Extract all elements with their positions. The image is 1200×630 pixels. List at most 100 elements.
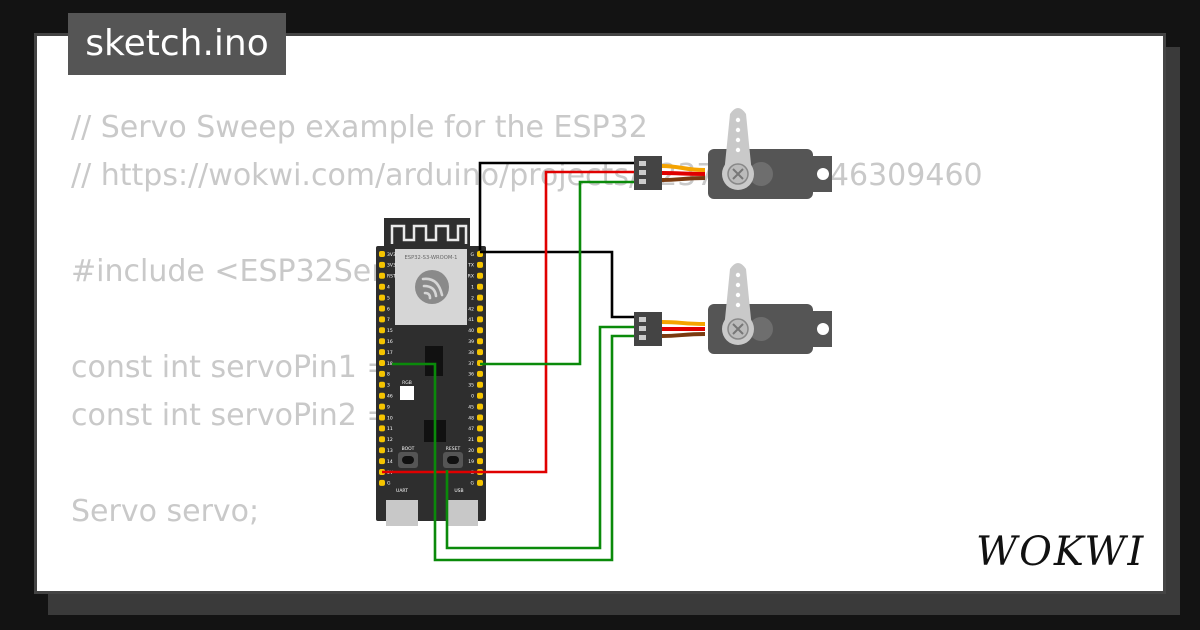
svg-text:BOOT: BOOT <box>402 446 415 452</box>
boot-button[interactable]: BOOT <box>398 446 418 468</box>
code-line: void setup() { <box>71 584 983 591</box>
pin-label: 4 <box>387 285 390 291</box>
rgb-label: RGB <box>402 380 412 386</box>
header-pin[interactable] <box>379 251 385 257</box>
pin-label: 11 <box>387 426 393 432</box>
header-pin[interactable] <box>477 458 483 465</box>
reset-button[interactable]: RESET <box>443 446 463 468</box>
pin-label: 16 <box>387 339 393 345</box>
servo-motor-2[interactable] <box>634 263 832 354</box>
pin-label: 0 <box>471 394 474 400</box>
preview-card: // Servo Sweep example for the ESP32// h… <box>34 33 1166 594</box>
code-preview: // Servo Sweep example for the ESP32// h… <box>71 104 983 591</box>
servo-motor-1[interactable] <box>634 108 832 199</box>
pin-label: G <box>471 481 475 487</box>
header-pin[interactable] <box>477 338 483 345</box>
header-pin[interactable] <box>477 403 483 410</box>
header-pin[interactable] <box>379 425 385 432</box>
pin-label: 14 <box>387 459 393 465</box>
pin-label: 47 <box>468 426 474 432</box>
header-pin[interactable] <box>477 414 483 421</box>
wire-5v-servo2 <box>445 325 637 550</box>
header-pin[interactable] <box>477 283 483 290</box>
header-pin[interactable] <box>379 403 385 410</box>
pin-label: 20 <box>468 448 474 454</box>
header-pin[interactable] <box>477 261 483 268</box>
esp32-s3-board[interactable]: ESP32-S3-WROOM-1 RGB BOOT RESET UART USB… <box>376 218 486 526</box>
header-pin[interactable] <box>379 479 385 486</box>
header-pin[interactable] <box>477 479 483 486</box>
pin-label: 8 <box>387 372 390 378</box>
wire-5v-servo1 <box>382 170 637 474</box>
header-pin[interactable] <box>477 316 483 323</box>
header-pin[interactable] <box>379 381 385 388</box>
pin-label: TX <box>467 263 474 269</box>
header-pin[interactable] <box>379 370 385 377</box>
code-line: Servo servo; <box>71 494 260 529</box>
pin-label: 17 <box>387 350 393 356</box>
module-label: ESP32-S3-WROOM-1 <box>405 255 458 261</box>
pin-label: 2 <box>471 295 474 301</box>
pin-label: 10 <box>387 415 393 421</box>
header-pin[interactable] <box>477 305 483 312</box>
code-line: // Servo Sweep example for the ESP32 <box>71 110 648 145</box>
pin-label: 12 <box>387 437 393 443</box>
pin-label: 19 <box>468 459 474 465</box>
pin-label: 38 <box>468 350 474 356</box>
header-pin[interactable] <box>477 447 483 454</box>
header-pin[interactable] <box>379 447 385 454</box>
pin-label: 7 <box>387 317 390 323</box>
header-pin[interactable] <box>379 272 385 279</box>
servo-connector <box>634 312 662 346</box>
header-pin[interactable] <box>379 436 385 443</box>
header-pin[interactable] <box>379 316 385 323</box>
wire-gnd-servo1 <box>478 161 637 250</box>
header-pin[interactable] <box>477 425 483 432</box>
usb-uart-chip <box>425 346 443 376</box>
wire-signal-servo1 <box>480 180 637 366</box>
header-pin[interactable] <box>379 392 385 399</box>
header-pin[interactable] <box>477 392 483 399</box>
header-pin[interactable] <box>379 305 385 312</box>
pin-label: 3 <box>387 383 390 389</box>
header-pin[interactable] <box>379 360 385 366</box>
header-pin[interactable] <box>379 261 385 268</box>
header-pin[interactable] <box>379 283 385 290</box>
header-pin[interactable] <box>477 370 483 377</box>
pin-label: G <box>387 481 391 487</box>
file-tab[interactable]: sketch.ino <box>68 13 286 75</box>
pin-label: 3V3 <box>387 263 396 269</box>
header-pin[interactable] <box>379 414 385 421</box>
pin-label: 45 <box>468 404 474 410</box>
wifi-antenna-icon <box>390 224 468 244</box>
pin-label: 35 <box>468 383 474 389</box>
pin-label: RST <box>387 274 396 280</box>
svg-text:RESET: RESET <box>446 446 461 452</box>
header-pin[interactable] <box>379 327 385 334</box>
header-pin[interactable] <box>477 436 483 443</box>
header-pin[interactable] <box>477 349 483 356</box>
header-pin[interactable] <box>379 349 385 356</box>
uart-label: UART <box>396 488 408 494</box>
pin-label: 18 <box>387 361 393 367</box>
espressif-logo-icon <box>415 270 449 304</box>
svg-text:WOKWI: WOKWI <box>976 529 1145 575</box>
pin-label: 9 <box>387 404 390 410</box>
header-pin[interactable] <box>379 458 385 465</box>
header-pin[interactable] <box>477 381 483 388</box>
pin-label: 48 <box>468 415 474 421</box>
pin-label: 46 <box>387 394 393 400</box>
header-pin[interactable] <box>379 294 385 301</box>
pin-label: 39 <box>468 339 474 345</box>
wire-signal-servo2 <box>392 334 637 562</box>
header-pin[interactable] <box>477 294 483 301</box>
header-pin[interactable] <box>477 327 483 334</box>
pin-label: G <box>471 252 475 258</box>
header-pin[interactable] <box>379 338 385 345</box>
header-pin[interactable] <box>477 272 483 279</box>
pin-label: 21 <box>468 437 474 443</box>
pin-label: 42 <box>468 306 474 312</box>
